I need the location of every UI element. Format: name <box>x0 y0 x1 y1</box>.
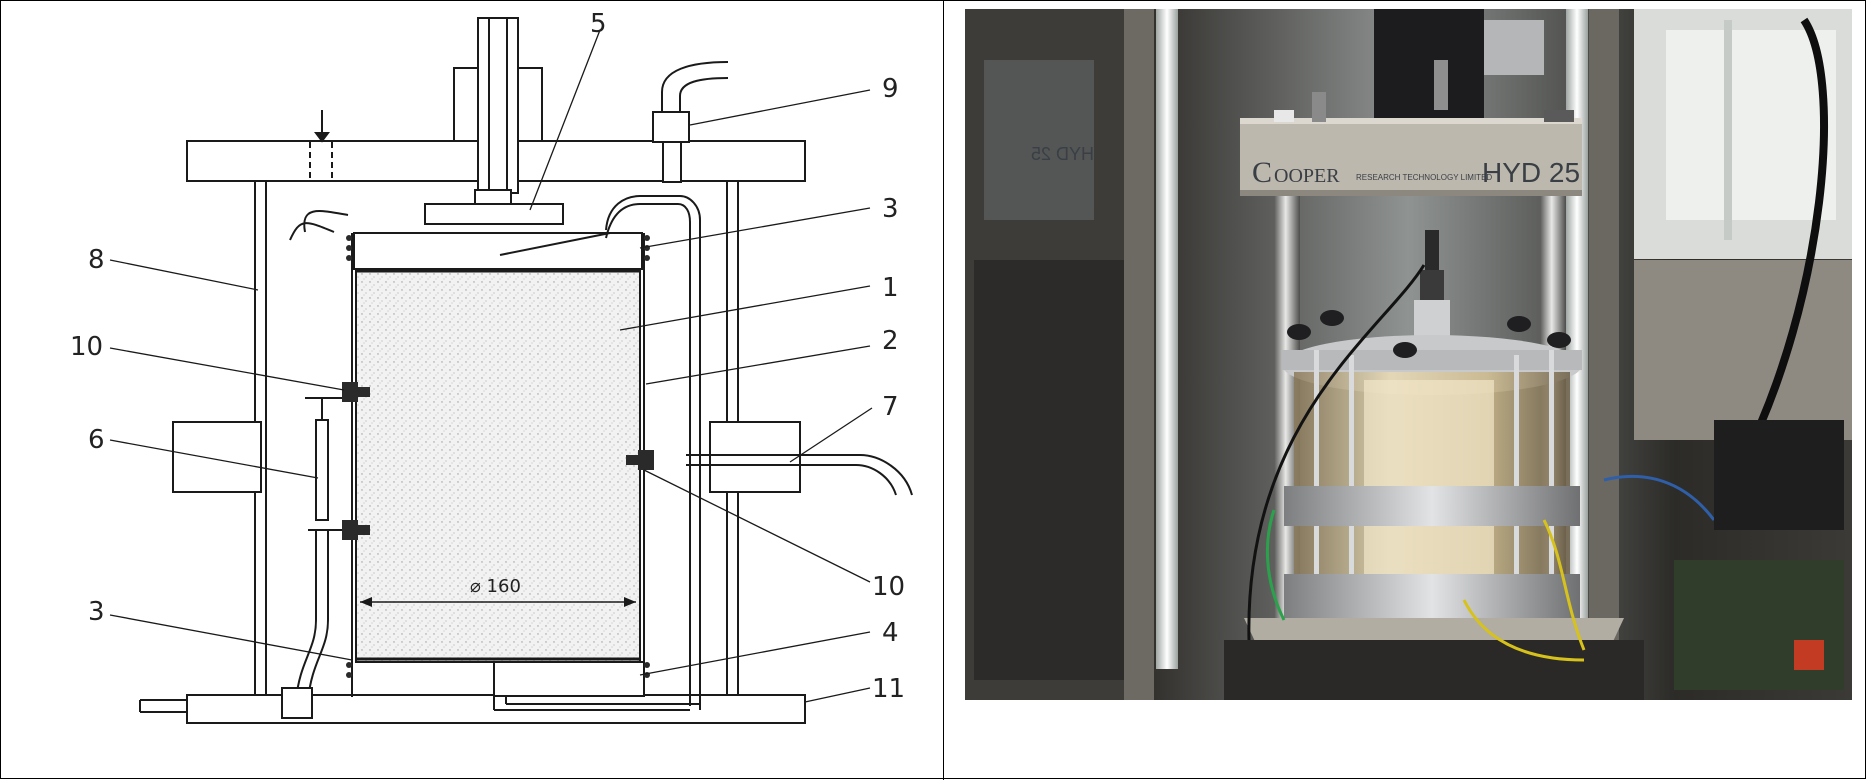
brand-cooper-rest: OOPER <box>1274 165 1340 187</box>
label-6: 6 <box>88 425 105 455</box>
label-5: 5 <box>590 9 607 39</box>
label-10-right: 10 <box>872 572 905 602</box>
glass-reflection-text: HYD 25 <box>1031 144 1094 164</box>
label-4: 4 <box>882 618 899 648</box>
side-block-left <box>172 421 262 493</box>
label-10-left: 10 <box>70 332 103 362</box>
brand-cooper-initial: C <box>1252 156 1272 189</box>
dimension-label: ⌀ 160 <box>470 576 521 597</box>
label-2: 2 <box>882 326 899 356</box>
clamp-10-top-left <box>342 382 358 402</box>
label-9: 9 <box>882 74 899 104</box>
label-3-top: 3 <box>882 194 899 224</box>
apparatus-photo: C OOPER RESEARCH TECHNOLOGY LIMITED HYD … <box>965 9 1852 700</box>
piston-head <box>424 203 564 225</box>
fitting-9 <box>652 111 690 143</box>
label-3-bottom: 3 <box>88 597 105 627</box>
label-1: 1 <box>882 273 899 303</box>
specimen-photo <box>1364 380 1494 590</box>
brand-model: HYD 25 <box>1482 157 1580 188</box>
clamp-10-right <box>638 450 654 470</box>
crosshead-plate <box>1240 118 1582 196</box>
actuator <box>1374 9 1484 119</box>
lamp-left <box>1156 9 1178 669</box>
side-block-right <box>709 421 801 493</box>
specimen <box>355 268 641 663</box>
cell-middle-ring <box>1284 486 1580 526</box>
schematic-drawing: ⌀ 160 5 9 3 1 2 7 10 4 11 8 10 6 3 <box>70 9 913 724</box>
schematic-panel: ⌀ 160 5 9 3 1 2 7 10 4 11 8 10 6 3 <box>70 9 913 724</box>
photo-panel: C OOPER RESEARCH TECHNOLOGY LIMITED HYD … <box>944 0 1867 780</box>
top-cap <box>353 232 643 270</box>
loading-rod <box>477 17 519 194</box>
brand-subtitle: RESEARCH TECHNOLOGY LIMITED <box>1356 173 1492 182</box>
controller-box <box>1714 420 1844 530</box>
label-8: 8 <box>88 245 105 275</box>
label-11: 11 <box>872 674 905 704</box>
clamp-10-bottom-left <box>342 520 358 540</box>
cell-bottom-ring <box>1284 574 1580 618</box>
label-7: 7 <box>882 392 899 422</box>
panel-divider <box>943 0 944 780</box>
